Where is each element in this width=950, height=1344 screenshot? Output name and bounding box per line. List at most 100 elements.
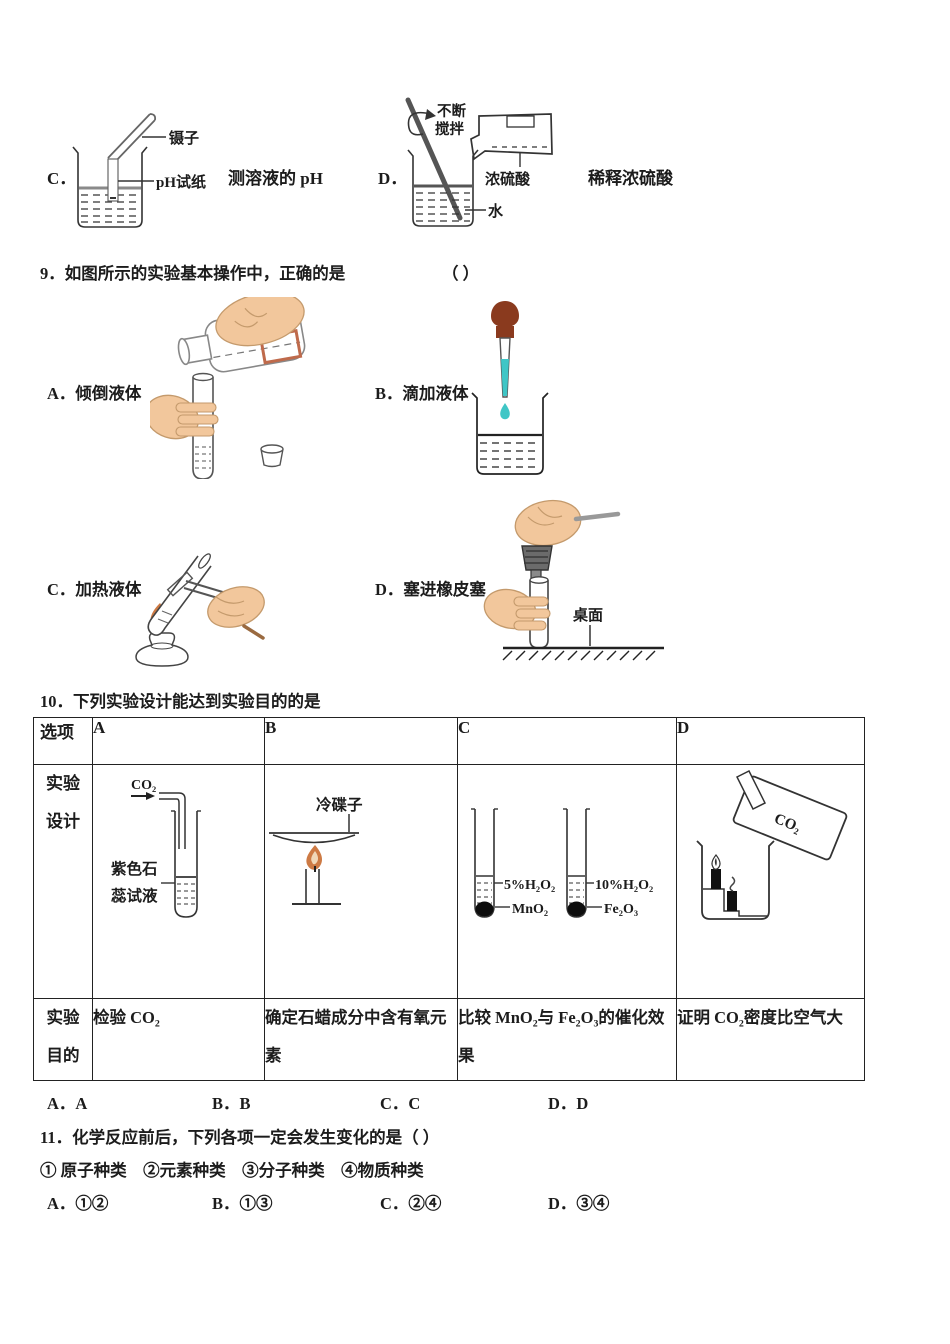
matchstick-icon [242, 624, 265, 640]
q9-answer-paren: （ ） [442, 264, 480, 283]
hand-icon [514, 499, 621, 547]
q9-option-a-label: A．倾倒液体 [47, 384, 142, 403]
q8-option-c-label: C． [47, 169, 77, 188]
left-solution-label: 5%H₂O₂ [504, 878, 555, 893]
row-label-design: 实验 设计 [33, 764, 93, 999]
smoke-icon [729, 876, 736, 892]
glass-lid-plate [735, 769, 767, 811]
q11-option-c: C．②④ [380, 1194, 442, 1213]
q11-option-a: A．①② [47, 1194, 109, 1213]
q9-question: 9．如图所示的实验基本操作中，正确的是 [40, 264, 346, 283]
litmus-label-line2: 蕊试液 [111, 886, 158, 905]
fe2o3-solid [567, 901, 586, 917]
co2-gas-label: CO₂ [131, 778, 156, 793]
stopper-icon [260, 444, 284, 468]
gas-bottle-icon: CO₂ [732, 769, 848, 861]
mno2-solid [475, 901, 494, 917]
stir-arrowhead [425, 109, 436, 120]
tweezers-label: 镊子 [168, 129, 199, 147]
q8-option-c-caption: 测溶液的 pH [228, 169, 323, 188]
q11-question: 11．化学反应前后，下列各项一定会发生变化的是（ ） [40, 1128, 440, 1147]
candle-icon [727, 876, 737, 911]
stir-arrow-icon [407, 111, 432, 136]
ph-paper-label: pH试纸 [156, 173, 206, 191]
q10-answer-c: C．C [380, 1094, 421, 1113]
q8-diagram-dilute-acid: 不断 搅拌 浓硫酸 水 [405, 97, 553, 227]
diagram-co2-into-litmus: CO₂ [111, 778, 201, 918]
stir-rod-icon [405, 97, 463, 221]
candle-icon [292, 845, 341, 905]
tweezers-icon [107, 113, 157, 164]
table-header-c: C [457, 717, 677, 765]
design-cell-a: CO₂ [92, 764, 265, 999]
left-catalyst-label: MnO₂ [512, 902, 548, 917]
row-label-design-l2: 设计 [46, 812, 80, 831]
right-solution-label: 10%H₂O₂ [595, 878, 653, 893]
table-header-option: 选项 [33, 717, 93, 765]
acid-bottle-icon [470, 113, 553, 161]
candle-icon [711, 854, 721, 889]
q10-answer-a: A．A [47, 1094, 88, 1113]
q11-option-d: D．③④ [548, 1194, 610, 1213]
q8-option-d-caption: 稀释浓硫酸 [588, 169, 673, 188]
row-label-purpose: 实验 目的 [33, 998, 93, 1081]
diagram-pour-co2: CO₂ [696, 769, 848, 920]
diagram-catalyst-compare: 5%H₂O₂ MnO₂ 10%H₂O₂ Fe₂O₃ [471, 808, 653, 918]
hand-icon [215, 297, 305, 347]
table-header-b: B [264, 717, 458, 765]
purpose-cell-d: 证明 CO₂密度比空气大 [676, 998, 865, 1081]
dish-icon [269, 832, 359, 844]
test-tube-icon [563, 808, 590, 918]
ph-strip [107, 158, 119, 202]
design-cell-b: 冷碟子 [264, 764, 458, 999]
q11-option-b: B．①③ [212, 1194, 273, 1213]
q9-diagram-heat-liquid [135, 553, 265, 667]
water-label: 水 [488, 202, 504, 220]
gas-arrowhead [146, 792, 155, 800]
rubber-stopper-icon [521, 545, 553, 583]
row-label-purpose-l2: 目的 [46, 1046, 80, 1065]
hand-icon [150, 394, 219, 440]
q8-option-d-label: D． [378, 169, 408, 188]
q10-answer-b: B．B [212, 1094, 251, 1113]
test-tube-icon [171, 810, 201, 918]
q10-table: 选项 A B C D 实验 设计 CO₂ [33, 717, 865, 1081]
right-catalyst-label: Fe₂O₃ [604, 902, 638, 917]
delivery-tube-icon [159, 792, 186, 849]
q8-diagram-ph-test: 镊子 pH试纸 [72, 113, 206, 228]
test-tube-icon [471, 808, 498, 918]
acid-label: 浓硫酸 [485, 170, 531, 188]
q11-items: ① 原子种类 ②元素种类 ③分子种类 ④物质种类 [40, 1161, 424, 1180]
row-label-design-l1: 实验 [46, 774, 80, 793]
q10-answer-d: D．D [548, 1094, 589, 1113]
diagram-cold-dish-over-flame: 冷碟子 [269, 795, 363, 905]
beaker-icon [471, 392, 549, 475]
stir-label-line2: 搅拌 [435, 120, 464, 138]
droplet-icon [500, 403, 510, 420]
design-cell-d: CO₂ [676, 764, 865, 999]
table-header-a: A [92, 717, 265, 765]
table-surface [502, 646, 664, 661]
hand-icon [207, 586, 265, 628]
table-header-d: D [676, 717, 865, 765]
cold-dish-label: 冷碟子 [316, 795, 363, 814]
row-label-purpose-l1: 实验 [46, 1008, 80, 1027]
beaker-icon [407, 149, 479, 227]
q9-option-d-label: D．塞进橡皮塞 [375, 580, 486, 599]
q9-diagram-drop-liquid [471, 301, 549, 475]
design-cell-c: 5%H₂O₂ MnO₂ 10%H₂O₂ Fe₂O₃ [457, 764, 677, 999]
stir-label-line1: 不断 [437, 102, 466, 120]
dropper-icon [491, 301, 519, 420]
purpose-cell-a: 检验 CO₂ [92, 998, 265, 1081]
hand-icon [483, 588, 551, 631]
q9-diagram-pour-liquid [150, 297, 306, 479]
desk-label: 桌面 [572, 606, 603, 624]
q9-option-c-label: C．加热液体 [47, 580, 142, 599]
q10-question: 10．下列实验设计能达到实验目的的是 [40, 692, 321, 711]
purpose-cell-b: 确定石蜡成分中含有氧元素 [264, 998, 458, 1081]
test-tube-icon [147, 553, 212, 636]
q9-option-b-label: B．滴加液体 [375, 384, 469, 403]
purpose-cell-c: 比较 MnO₂与 Fe₂O₃的催化效果 [457, 998, 677, 1081]
q9-diagram-insert-stopper: 桌面 [483, 499, 664, 661]
